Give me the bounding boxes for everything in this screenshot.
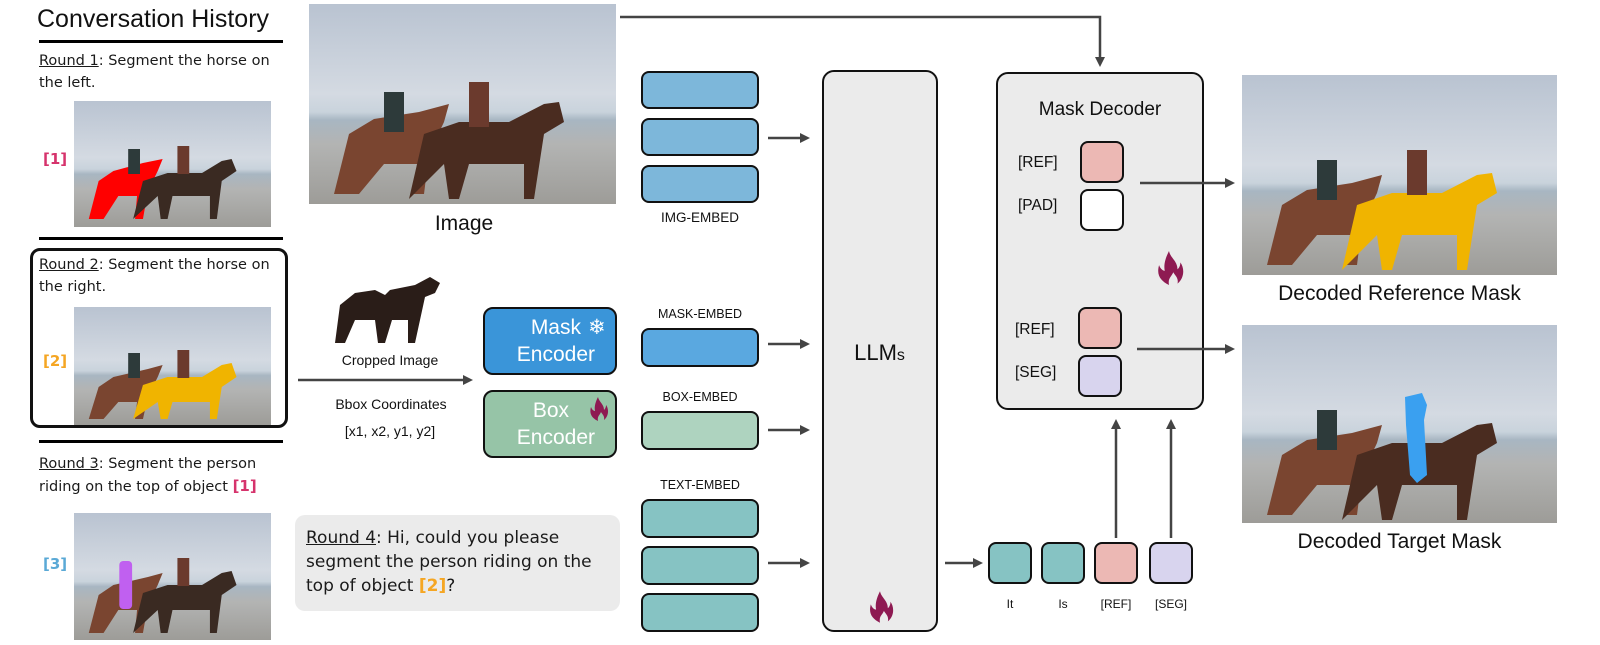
round-3-photo <box>88 558 237 633</box>
output-token-label: [REF] <box>1100 597 1132 611</box>
round-1-text: Round 1: Segment the horse on the left. <box>39 53 270 91</box>
round-2-tag: [2] <box>43 352 68 370</box>
output-token-ref <box>1094 542 1138 584</box>
mask-encoder[interactable]: Mask Encoder ❄ <box>483 307 617 375</box>
output-token-label: [SEG] <box>1154 597 1187 611</box>
conversation-history-title: Conversation History <box>37 5 270 33</box>
bbox-label: Bbox Coordinates <box>335 396 447 412</box>
text-embed-token <box>641 499 759 538</box>
round-4-label: Round 4 <box>306 528 377 548</box>
round-4-query[interactable]: Round 4: Hi, could you please segment th… <box>295 515 620 611</box>
mask-embed-label: MASK-EMBED <box>657 307 743 321</box>
image-caption: Image <box>434 212 494 235</box>
decoder-slot-ref <box>1078 307 1122 349</box>
round-3-image <box>74 513 271 640</box>
snowflake-icon: ❄ <box>588 316 606 339</box>
output-token-label: Is <box>1058 597 1068 611</box>
cropped-horse-image <box>330 275 445 345</box>
title-divider <box>39 40 283 43</box>
round-2-label: Round 2 <box>39 257 99 273</box>
decoder-slot-label: [PAD] <box>1018 197 1058 214</box>
round-2-text: Round 2: Segment the horse on the right. <box>39 257 270 295</box>
text-embed-label: TEXT-EMBED <box>660 478 740 492</box>
round-4-text: Round 4: Hi, could you please segment th… <box>306 528 592 596</box>
round-4-ref-tag: [2] <box>418 576 447 596</box>
image-to-decoder-arrow <box>620 15 1105 67</box>
box-encoder-line1: Box <box>532 399 569 422</box>
decoder-slot-label: [REF] <box>1018 154 1058 171</box>
llm-block[interactable]: LLMs <box>822 70 938 632</box>
output-token-it <box>988 542 1032 584</box>
fire-icon <box>1158 251 1184 285</box>
round-1-photo <box>88 146 237 219</box>
round-3-text: Round 3: Segment the person riding on th… <box>39 456 257 495</box>
round-3-tag: [3] <box>43 555 68 573</box>
output-token-label: It <box>1006 597 1014 611</box>
decoder-slot-pad <box>1080 189 1124 231</box>
decoded-reference-caption: Decoded Reference Mask <box>1278 282 1521 305</box>
mask-embed-token <box>641 328 759 367</box>
box-encoder[interactable]: Box Encoder <box>483 390 617 458</box>
mask-encoder-line2: Encoder <box>516 343 595 366</box>
text-embed-token <box>641 593 759 632</box>
decoded-target-image <box>1242 325 1557 523</box>
mask-encoder-line1: Mask <box>530 316 581 339</box>
cropped-photo <box>335 277 440 343</box>
input-photo <box>334 82 564 199</box>
round-divider <box>39 237 283 240</box>
round-1-tag: [1] <box>43 150 68 168</box>
fire-icon <box>870 591 894 623</box>
box-embed-label: BOX-EMBED <box>662 390 738 404</box>
mask-decoder[interactable]: Mask Decoder [REF] [PAD] [REF] [SEG] <box>996 72 1204 410</box>
round-2-image <box>74 307 271 425</box>
fire-icon <box>590 397 609 421</box>
decoder-slot-label: [REF] <box>1015 321 1055 338</box>
round-1-image <box>74 101 271 227</box>
cropped-image-label: Cropped Image <box>341 352 439 368</box>
round-3-ref-tag: [1] <box>232 477 257 495</box>
reference-mask-photo <box>1267 150 1497 270</box>
round-2-photo <box>88 350 237 419</box>
output-token-is <box>1041 542 1085 584</box>
round-divider <box>39 440 283 443</box>
img-embed-token <box>641 118 759 156</box>
decoder-slot-ref <box>1080 141 1124 183</box>
img-embed-label: IMG-EMBED <box>660 210 739 225</box>
mask-decoder-title: Mask Decoder <box>1038 99 1162 120</box>
decoded-target-caption: Decoded Target Mask <box>1297 530 1502 553</box>
round-2-card[interactable] <box>30 248 288 428</box>
decoder-slot-seg <box>1078 355 1122 397</box>
img-embed-token <box>641 165 759 203</box>
llm-label: LLMs <box>854 340 905 365</box>
round-3-label: Round 3 <box>39 456 99 472</box>
text-embed-token <box>641 546 759 585</box>
box-embed-token <box>641 411 759 450</box>
box-encoder-line2: Encoder <box>516 426 595 449</box>
round-1-label: Round 1 <box>39 53 99 69</box>
bbox-value: [x1, x2, y1, y2] <box>344 423 436 439</box>
decoded-reference-image <box>1242 75 1557 275</box>
target-mask-photo <box>1267 393 1497 520</box>
output-token-seg <box>1149 542 1193 584</box>
decoder-slot-label: [SEG] <box>1015 364 1057 381</box>
input-image <box>309 4 616 204</box>
img-embed-token <box>641 71 759 109</box>
